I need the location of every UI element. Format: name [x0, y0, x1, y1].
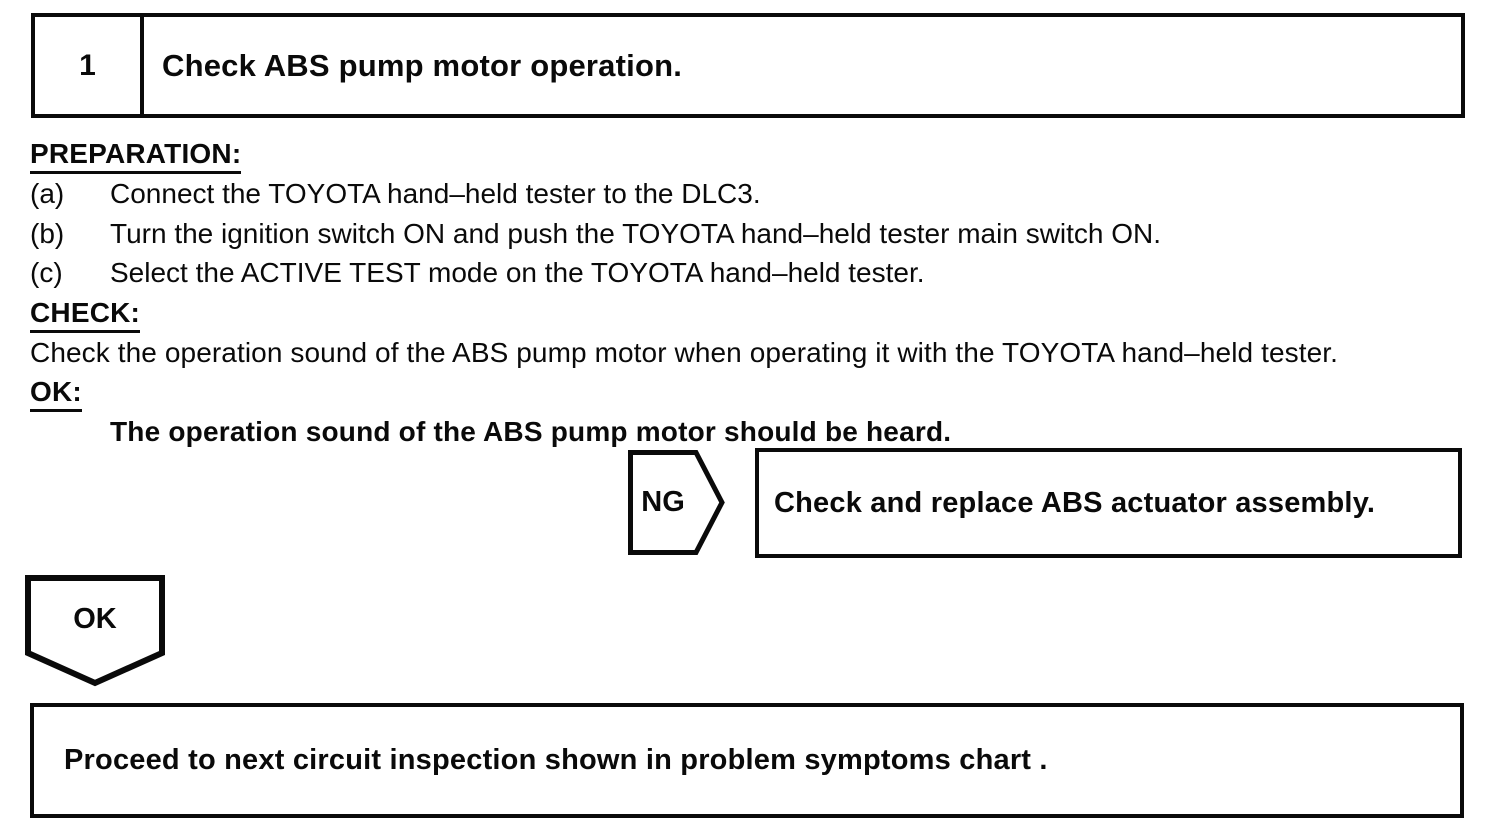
- item-text: Turn the ignition switch ON and push the…: [110, 217, 1162, 249]
- ok-heading: OK:: [30, 372, 1490, 412]
- check-heading: CHECK:: [30, 293, 1490, 333]
- preparation-heading: PREPARATION:: [30, 134, 1490, 174]
- ok-pentagon-icon: [25, 575, 165, 687]
- preparation-item-c: (c) Select the ACTIVE TEST mode on the T…: [30, 253, 1490, 293]
- ok-label: OK: [73, 602, 117, 635]
- item-text: Connect the TOYOTA hand–held tester to t…: [110, 178, 761, 209]
- ng-result-text: Check and replace ABS actuator assembly.: [774, 486, 1376, 519]
- step-header-box: 1 Check ABS pump motor operation.: [31, 13, 1465, 118]
- instruction-text-block: PREPARATION: (a) Connect the TOYOTA hand…: [30, 134, 1490, 452]
- next-step-text: Proceed to next circuit inspection shown…: [64, 744, 1048, 776]
- preparation-item-a: (a) Connect the TOYOTA hand–held tester …: [30, 174, 1490, 214]
- item-label: (c): [30, 257, 63, 288]
- item-text: Select the ACTIVE TEST mode on the TOYOT…: [110, 257, 925, 288]
- preparation-item-b: (b) Turn the ignition switch ON and push…: [30, 214, 1490, 254]
- step-number: 1: [35, 17, 144, 114]
- ok-connector-shape: OK: [25, 575, 165, 687]
- item-label: (a): [30, 178, 65, 209]
- ng-result-box: Check and replace ABS actuator assembly.: [755, 448, 1462, 558]
- next-step-box: Proceed to next circuit inspection shown…: [30, 703, 1464, 818]
- ng-connector-shape: NG: [628, 450, 725, 555]
- ok-criteria-text: The operation sound of the ABS pump moto…: [110, 416, 952, 447]
- ng-label: NG: [641, 486, 685, 518]
- check-text: Check the operation sound of the ABS pum…: [30, 336, 1339, 368]
- ng-pentagon-icon: [628, 450, 725, 555]
- step-title: Check ABS pump motor operation.: [162, 47, 683, 83]
- item-label: (b): [30, 217, 65, 249]
